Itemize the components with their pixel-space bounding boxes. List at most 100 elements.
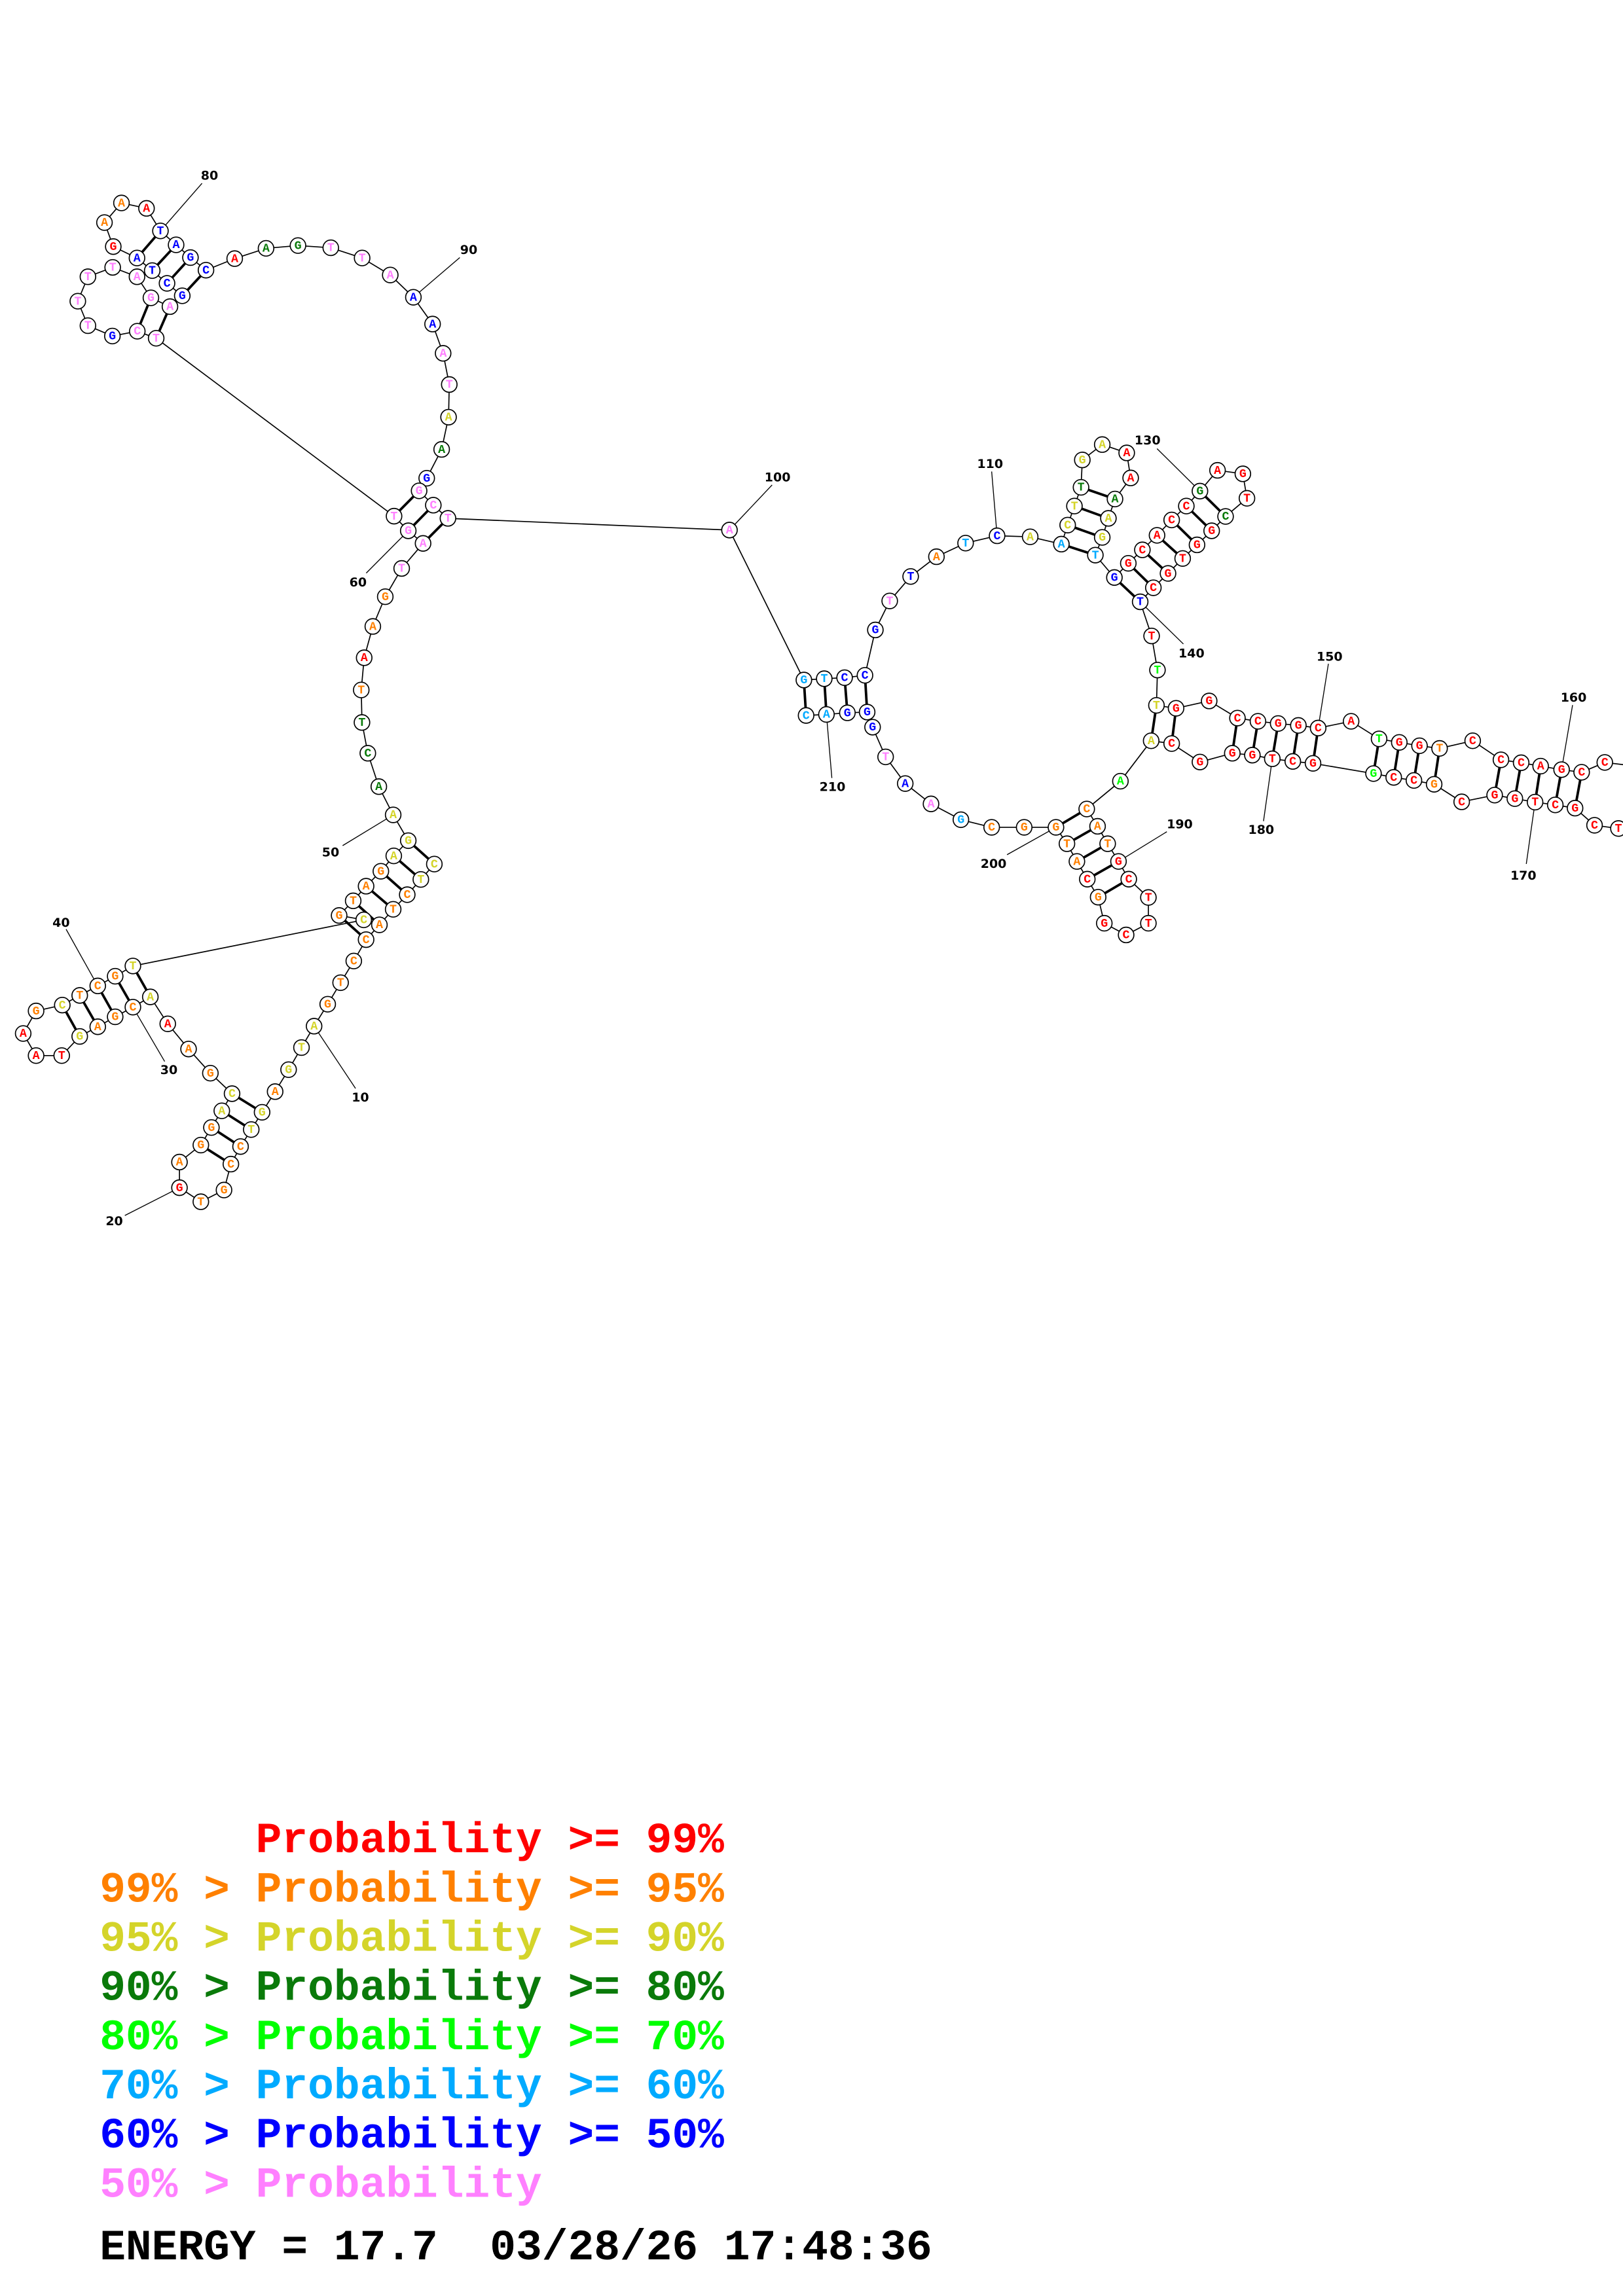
nucleotide-base: G — [377, 865, 384, 878]
nucleotide-circle — [418, 469, 435, 487]
nucleotide-base: G — [416, 484, 423, 498]
nucleotide-circle — [226, 250, 244, 267]
nucleotide: T — [1072, 478, 1089, 496]
nucleotide: C — [856, 667, 873, 684]
nucleotide-base: G — [335, 909, 342, 923]
nucleotide-circle — [27, 1002, 45, 1020]
nucleotide: A — [1021, 528, 1039, 545]
nucleotide-base: G — [1370, 767, 1377, 781]
nucleotide: T — [384, 901, 402, 918]
nucleotide-circle — [1224, 745, 1241, 762]
nucleotide: G — [1365, 765, 1382, 782]
position-label: 150 — [1317, 649, 1343, 664]
nucleotide-circle — [253, 1103, 271, 1121]
nucleotide-base: G — [1125, 557, 1132, 571]
nucleotide: C — [359, 745, 376, 762]
nucleotide: T — [143, 262, 161, 279]
nucleotide: T — [69, 293, 86, 310]
nucleotide-circle — [440, 408, 457, 426]
backbone-segment — [1313, 762, 1374, 774]
nucleotide-circle — [1506, 790, 1523, 807]
nucleotide: G — [253, 1103, 271, 1121]
nucleotide-base: G — [1095, 891, 1102, 905]
nucleotide: G — [373, 863, 390, 880]
nucleotide: C — [197, 262, 215, 279]
nucleotide-base: A — [361, 651, 368, 665]
nucleotide: C — [1118, 926, 1135, 944]
nucleotide: G — [1093, 529, 1111, 546]
nucleotide: G — [1192, 753, 1209, 770]
nucleotide-circle — [376, 588, 394, 605]
nucleotide: G — [1506, 790, 1523, 807]
nucleotide-circle — [128, 249, 145, 266]
nucleotide-base: A — [185, 1043, 192, 1056]
nucleotide-circle — [1089, 889, 1107, 906]
nucleotide: G — [1089, 889, 1107, 906]
nucleotide-base: G — [147, 291, 155, 305]
nucleotide-base: T — [1148, 630, 1155, 643]
nucleotide-circle — [1120, 870, 1137, 888]
nucleotide-base: T — [1078, 481, 1085, 495]
nucleotide-circle — [441, 376, 458, 393]
nucleotide: G — [107, 1008, 124, 1026]
position-tick — [1140, 601, 1184, 645]
nucleotide: A — [371, 916, 388, 933]
nucleotide: G — [289, 237, 306, 254]
nucleotide-circle — [399, 522, 417, 539]
nucleotide-circle — [1148, 696, 1165, 714]
nucleotide-circle — [399, 886, 416, 903]
nucleotide-base: G — [382, 590, 389, 604]
nucleotide-circle — [1167, 700, 1185, 717]
nucleotide-base: G — [221, 1183, 228, 1197]
nucleotide: G — [418, 469, 435, 487]
nucleotide-base: T — [1092, 548, 1099, 562]
backbone-segment — [156, 338, 395, 517]
nucleotide-base: T — [357, 683, 365, 697]
nucleotide-base: T — [1145, 917, 1152, 931]
nucleotide-circle — [1284, 753, 1302, 770]
nucleotide: T — [71, 987, 88, 1004]
nucleotide-base: C — [1518, 757, 1525, 770]
position-label: 110 — [977, 457, 1003, 471]
nucleotide-circle — [1053, 535, 1070, 553]
nucleotide-circle — [836, 669, 853, 687]
nucleotide: C — [357, 931, 374, 948]
nucleotide: A — [818, 706, 835, 723]
nucleotide-base: C — [1497, 753, 1504, 767]
nucleotide-circle — [89, 1018, 106, 1035]
nucleotide-circle — [213, 1102, 230, 1119]
nucleotide-base: C — [360, 914, 367, 927]
nucleotide-circle — [370, 778, 388, 795]
nucleotide: C — [1144, 579, 1162, 596]
nucleotide: A — [1106, 490, 1123, 508]
nucleotide: C — [1059, 516, 1076, 533]
legend-entry: 80% > Probability >= 70% — [100, 2013, 724, 2062]
position-label: 90 — [460, 243, 477, 257]
nucleotide-circle — [79, 317, 96, 334]
nucleotide: C — [124, 999, 141, 1016]
energy-footer: ENERGY = 17.7 03/28/26 17:48:36 — [100, 2223, 932, 2272]
nucleotide-circle — [902, 568, 919, 585]
nucleotide-circle — [124, 958, 141, 975]
nucleotide-base: G — [1021, 821, 1028, 834]
nucleotide: C — [1596, 754, 1613, 771]
nucleotide: T — [1148, 696, 1165, 714]
nucleotide-base: G — [1295, 719, 1302, 733]
nucleotide-base: T — [962, 537, 969, 550]
nucleotide-circle — [1425, 776, 1443, 793]
nucleotide-circle — [14, 1025, 32, 1042]
nucleotide-base: C — [404, 888, 411, 902]
nucleotide: A — [113, 194, 130, 211]
nucleotide-base: G — [176, 1181, 183, 1195]
nucleotide-circle — [79, 268, 96, 285]
nucleotide-base: C — [1083, 802, 1090, 816]
backbone-segment — [1120, 740, 1152, 782]
nucleotide-circle — [71, 987, 88, 1004]
nucleotide-base: G — [324, 997, 331, 1011]
nucleotide-base: C — [1125, 872, 1133, 886]
nucleotide-circle — [1178, 497, 1195, 514]
nucleotide: G — [1120, 554, 1137, 572]
nucleotide: C — [1573, 764, 1590, 781]
nucleotide-circle — [161, 298, 179, 315]
nucleotide-circle — [104, 259, 121, 276]
